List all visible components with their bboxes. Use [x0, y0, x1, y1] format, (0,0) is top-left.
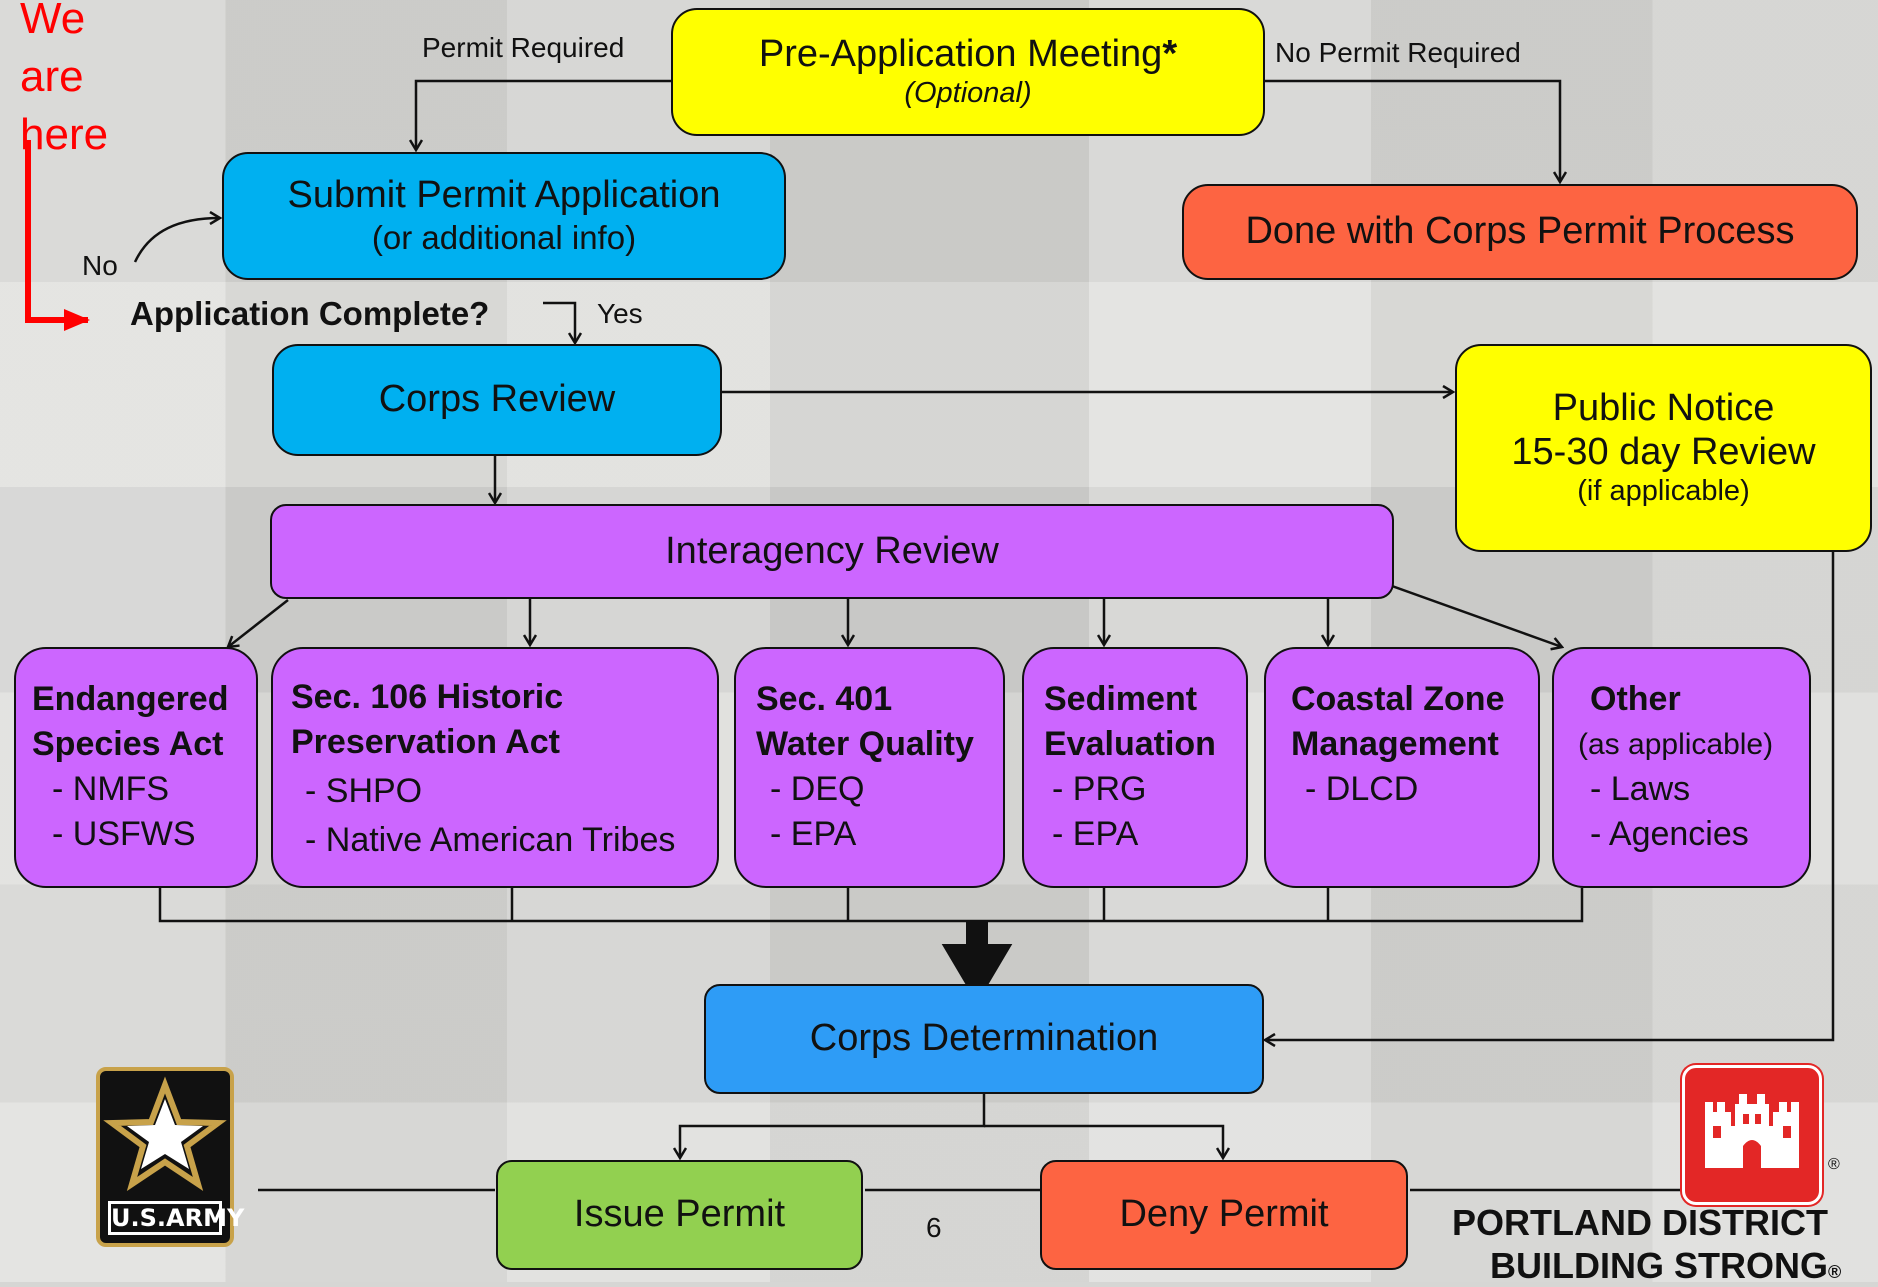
no-permit-required-label: No Permit Required	[1275, 37, 1521, 68]
review-item: - Laws	[1590, 770, 1691, 808]
review-box-endangered-species: Endangered Species Act - NMFS - USFWS	[14, 647, 258, 888]
annotation-line: here	[20, 110, 109, 159]
we-are-here-annotation: We are here	[20, 0, 108, 164]
corps-review-title: Corps Review	[378, 378, 616, 421]
done-title: Done with Corps Permit Process	[1245, 210, 1795, 253]
review-heading: Preservation Act	[291, 723, 560, 761]
issue-permit-title: Issue Permit	[573, 1193, 786, 1236]
corps-review-box: Corps Review	[272, 344, 722, 456]
review-subheading: (as applicable)	[1578, 728, 1774, 761]
review-item: - EPA	[1052, 815, 1139, 853]
review-item: - PRG	[1052, 770, 1147, 808]
review-box-historic-preservation: Sec. 106 Historic Preservation Act - SHP…	[271, 647, 719, 888]
pre-application-asterisk: *	[1162, 32, 1178, 75]
review-heading: Species Act	[32, 725, 224, 763]
yes-label: Yes	[597, 298, 643, 329]
review-box-water-quality: Sec. 401 Water Quality - DEQ - EPA	[734, 647, 1005, 888]
review-item: - Native American Tribes	[305, 821, 676, 859]
interagency-title: Interagency Review	[665, 529, 999, 572]
we-are-here-arrow	[25, 140, 90, 331]
review-item: - Agencies	[1590, 815, 1749, 853]
pre-application-title: Pre-Application Meeting	[758, 32, 1163, 75]
review-heading: Endangered	[32, 680, 229, 718]
interagency-review-box: Interagency Review	[270, 504, 1394, 599]
public-notice-line1: Public Notice	[1552, 386, 1775, 429]
building-strong-text: BUILDING STRONG	[1490, 1245, 1828, 1286]
no-label: No	[82, 250, 118, 281]
done-with-corps-permit-box: Done with Corps Permit Process	[1182, 184, 1858, 280]
annotation-line: are	[20, 52, 84, 101]
pre-application-meeting-box: Pre-Application Meeting* (Optional)	[671, 8, 1265, 136]
review-box-sediment-evaluation: Sediment Evaluation - PRG - EPA	[1022, 647, 1248, 888]
portland-district-label: PORTLAND DISTRICT	[1452, 1202, 1828, 1243]
public-notice-box: Public Notice 15-30 day Review (if appli…	[1455, 344, 1872, 552]
review-heading: Evaluation	[1044, 725, 1216, 763]
pre-application-subtitle: (Optional)	[904, 77, 1032, 110]
deny-permit-box: Deny Permit	[1040, 1160, 1408, 1270]
review-heading: Water Quality	[756, 725, 974, 763]
army-star-icon	[103, 1076, 227, 1192]
review-item: - EPA	[770, 815, 857, 853]
review-item: - DEQ	[770, 770, 865, 808]
annotation-line: We	[20, 0, 86, 43]
review-item: - USFWS	[52, 815, 196, 853]
public-notice-subtitle: (if applicable)	[1577, 475, 1750, 508]
registered-mark: ®	[1828, 1262, 1842, 1282]
public-notice-line2: 15-30 day Review	[1511, 430, 1816, 473]
registered-mark: ®	[1828, 1156, 1840, 1173]
building-strong-label: BUILDING STRONG®	[1490, 1245, 1841, 1287]
corps-castle-logo	[1682, 1065, 1822, 1205]
review-heading: Sec. 401	[756, 680, 893, 718]
deny-permit-title: Deny Permit	[1119, 1193, 1329, 1236]
issue-permit-box: Issue Permit	[496, 1160, 863, 1270]
corps-determination-box: Corps Determination	[704, 984, 1264, 1094]
application-complete-question: Application Complete?	[130, 295, 490, 332]
submit-title: Submit Permit Application	[287, 174, 721, 217]
corps-determination-title: Corps Determination	[809, 1017, 1159, 1060]
permit-required-label: Permit Required	[422, 32, 625, 63]
review-heading: Other	[1590, 680, 1681, 718]
submit-permit-application-box: Submit Permit Application (or additional…	[222, 152, 786, 280]
us-army-logo: U.S.ARMY	[96, 1067, 244, 1247]
us-army-wordmark: U.S.ARMY	[108, 1201, 244, 1235]
page-number: 6	[926, 1212, 942, 1243]
review-item: - NMFS	[52, 770, 170, 808]
review-heading: Sec. 106 Historic	[291, 678, 564, 716]
review-box-other: Other (as applicable) - Laws - Agencies	[1552, 647, 1811, 888]
review-box-coastal-zone: Coastal Zone Management - DLCD	[1264, 647, 1540, 888]
castle-icon	[1705, 1094, 1799, 1168]
submit-subtitle: (or additional info)	[371, 219, 637, 257]
review-item: - DLCD	[1305, 770, 1419, 808]
review-heading: Management	[1291, 725, 1499, 763]
review-heading: Coastal Zone	[1291, 680, 1505, 718]
review-heading: Sediment	[1044, 680, 1198, 718]
review-item: - SHPO	[305, 772, 423, 810]
